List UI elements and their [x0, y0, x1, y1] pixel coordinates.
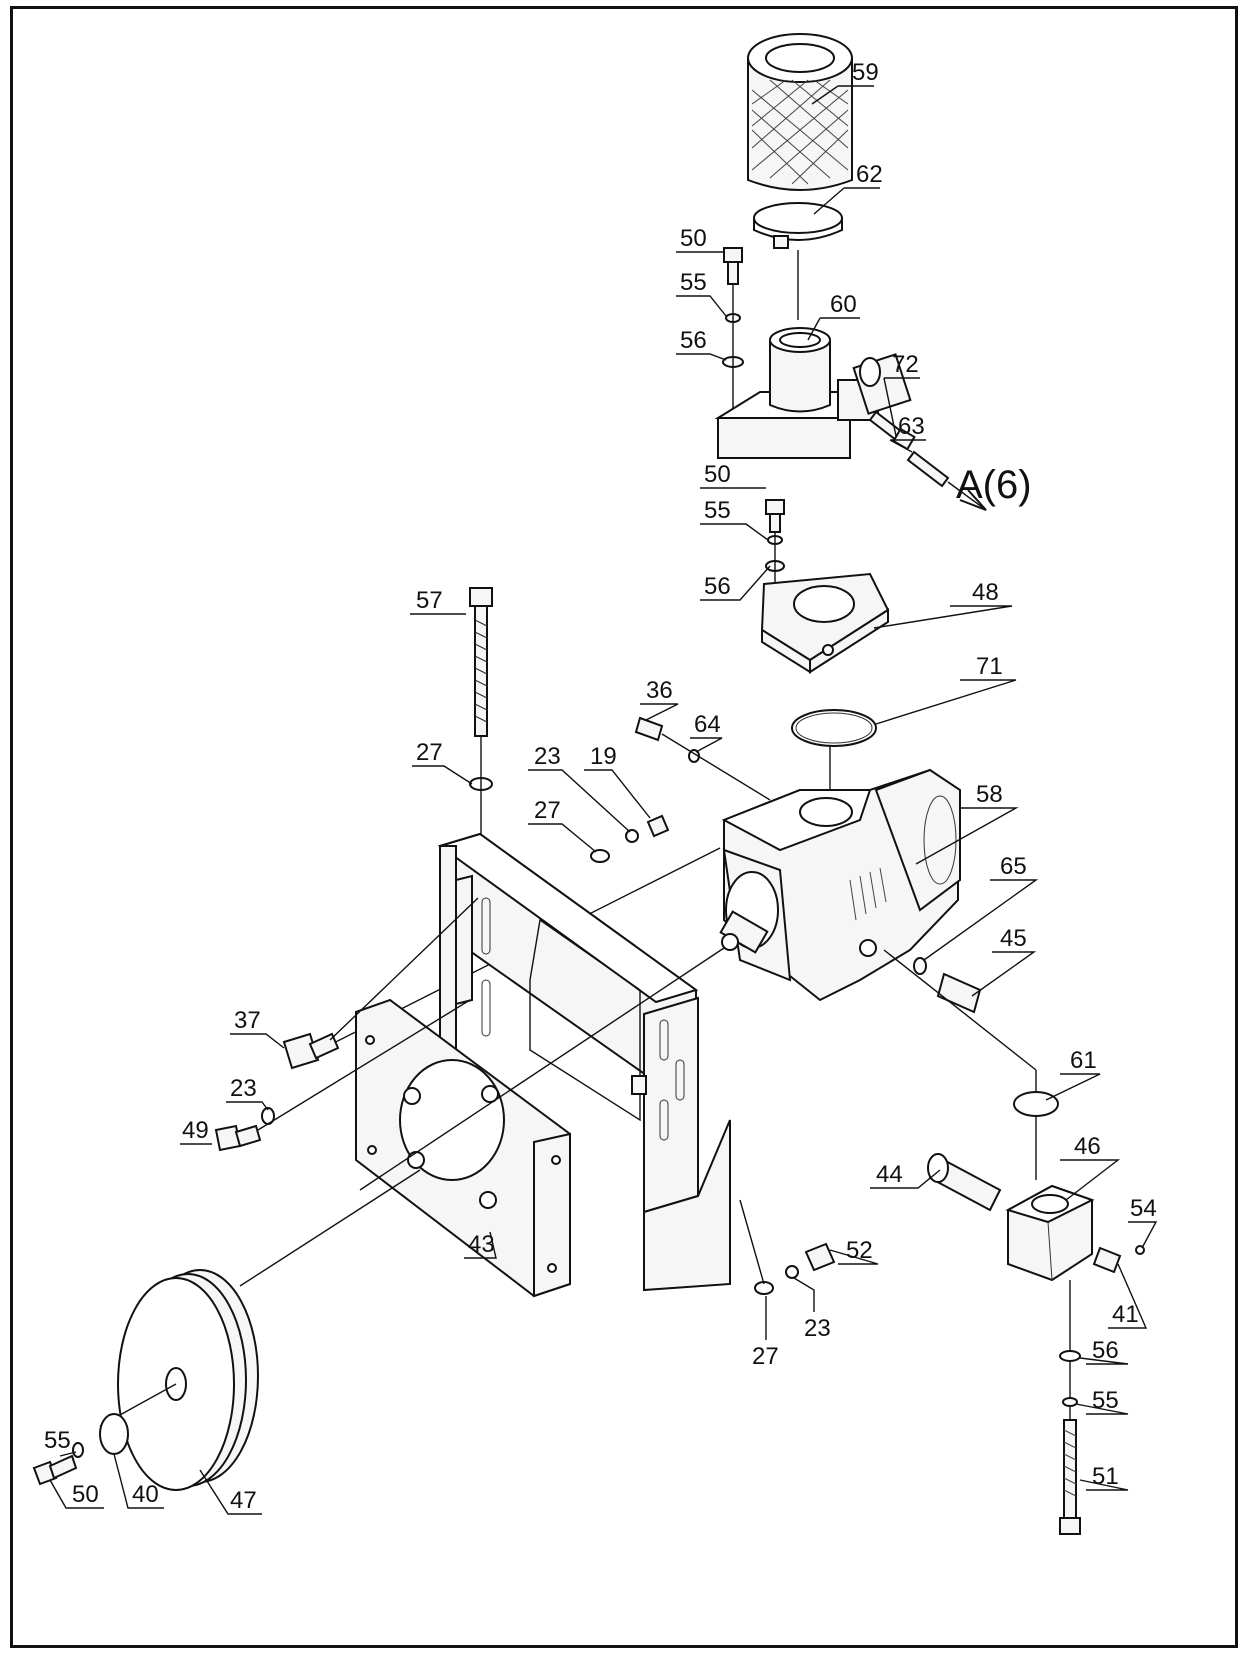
callout-50-mid: 50: [704, 461, 731, 488]
callout-58: 58: [976, 781, 1003, 808]
callout-19: 19: [590, 743, 617, 770]
arrow-indicator: [959, 489, 987, 511]
o-ring-65: [913, 957, 927, 975]
bolt-37: [282, 1032, 340, 1070]
callout-40: 40: [132, 1481, 159, 1508]
callout-27-c: 27: [752, 1343, 779, 1370]
o-ring-71: [791, 709, 877, 747]
bolt-50-top: [723, 247, 743, 285]
plug-36: [634, 716, 664, 742]
callout-50-left: 50: [72, 1481, 99, 1508]
callout-43: 43: [468, 1231, 495, 1258]
bolt-51: [1059, 1419, 1081, 1535]
bolt-50-mid: [765, 499, 785, 533]
pulley-47: [117, 1269, 259, 1491]
callout-49: 49: [182, 1117, 209, 1144]
washer-23-a: [625, 829, 639, 843]
o-ring-61: [1013, 1091, 1059, 1117]
callout-23-b: 23: [230, 1075, 257, 1102]
mounting-plate-43: [355, 998, 571, 1298]
callout-60: 60: [830, 291, 857, 318]
tube-63: [906, 450, 950, 488]
fitting-41: [1092, 1246, 1122, 1274]
washer-55-left: [72, 1442, 84, 1458]
callout-45: 45: [1000, 925, 1027, 952]
callout-65: 65: [1000, 853, 1027, 880]
callout-23-a: 23: [534, 743, 561, 770]
long-bolt-57: [469, 587, 493, 737]
air-filter-element-59: [747, 33, 853, 191]
callout-36: 36: [646, 677, 673, 704]
callout-48: 48: [972, 579, 999, 606]
callout-56-mid: 56: [704, 573, 731, 600]
drawing-border: [10, 6, 1238, 1648]
callout-labels: 59 62 50 55 60 56 72 63 A(6) 50 55 56 48…: [44, 59, 1157, 1514]
callout-59: 59: [852, 59, 879, 86]
callout-51: 51: [1092, 1463, 1119, 1490]
callout-46: 46: [1074, 1133, 1101, 1160]
callout-57: 57: [416, 587, 443, 614]
callout-55-left: 55: [44, 1427, 71, 1454]
callout-62: 62: [856, 161, 883, 188]
callout-55-mid: 55: [704, 497, 731, 524]
callout-56-bottom: 56: [1092, 1337, 1119, 1364]
callout-50-top: 50: [680, 225, 707, 252]
callout-64: 64: [694, 711, 721, 738]
adapter-flange-48: [760, 572, 890, 674]
compressor-air-end-58: [719, 768, 961, 1002]
hose-clamp-62: [753, 202, 843, 249]
reference-a6: A(6): [956, 463, 1032, 507]
callout-71: 71: [976, 653, 1003, 680]
bolt-49: [214, 1124, 262, 1152]
nut-19: [646, 814, 670, 838]
washer-55-bottom: [1062, 1397, 1078, 1407]
washer-27-a: [590, 849, 610, 863]
callout-41: 41: [1112, 1301, 1139, 1328]
callout-27-a: 27: [416, 739, 443, 766]
callout-54: 54: [1130, 1195, 1157, 1222]
callout-44: 44: [876, 1161, 903, 1188]
leader-lines: [49, 85, 1158, 1515]
fitting-45: [936, 972, 982, 1014]
washer-23-c: [785, 1265, 799, 1279]
callout-61: 61: [1070, 1047, 1097, 1074]
washer-56-bottom: [1059, 1350, 1081, 1362]
callout-72: 72: [892, 351, 919, 378]
callout-55-top: 55: [680, 269, 707, 296]
callout-47: 47: [230, 1487, 257, 1514]
bolt-50-left: [32, 1454, 78, 1486]
callout-55-bottom: 55: [1092, 1387, 1119, 1414]
bolt-52: [804, 1242, 836, 1272]
callout-63: 63: [898, 413, 925, 440]
valve-block-46: [1005, 1184, 1095, 1282]
washer-40: [99, 1413, 129, 1455]
callout-52: 52: [846, 1237, 873, 1264]
callout-56-top: 56: [680, 327, 707, 354]
callout-27-b: 27: [534, 797, 561, 824]
intake-valve-60: [714, 327, 912, 459]
callout-23-c: 23: [804, 1315, 831, 1342]
callout-37: 37: [234, 1007, 261, 1034]
